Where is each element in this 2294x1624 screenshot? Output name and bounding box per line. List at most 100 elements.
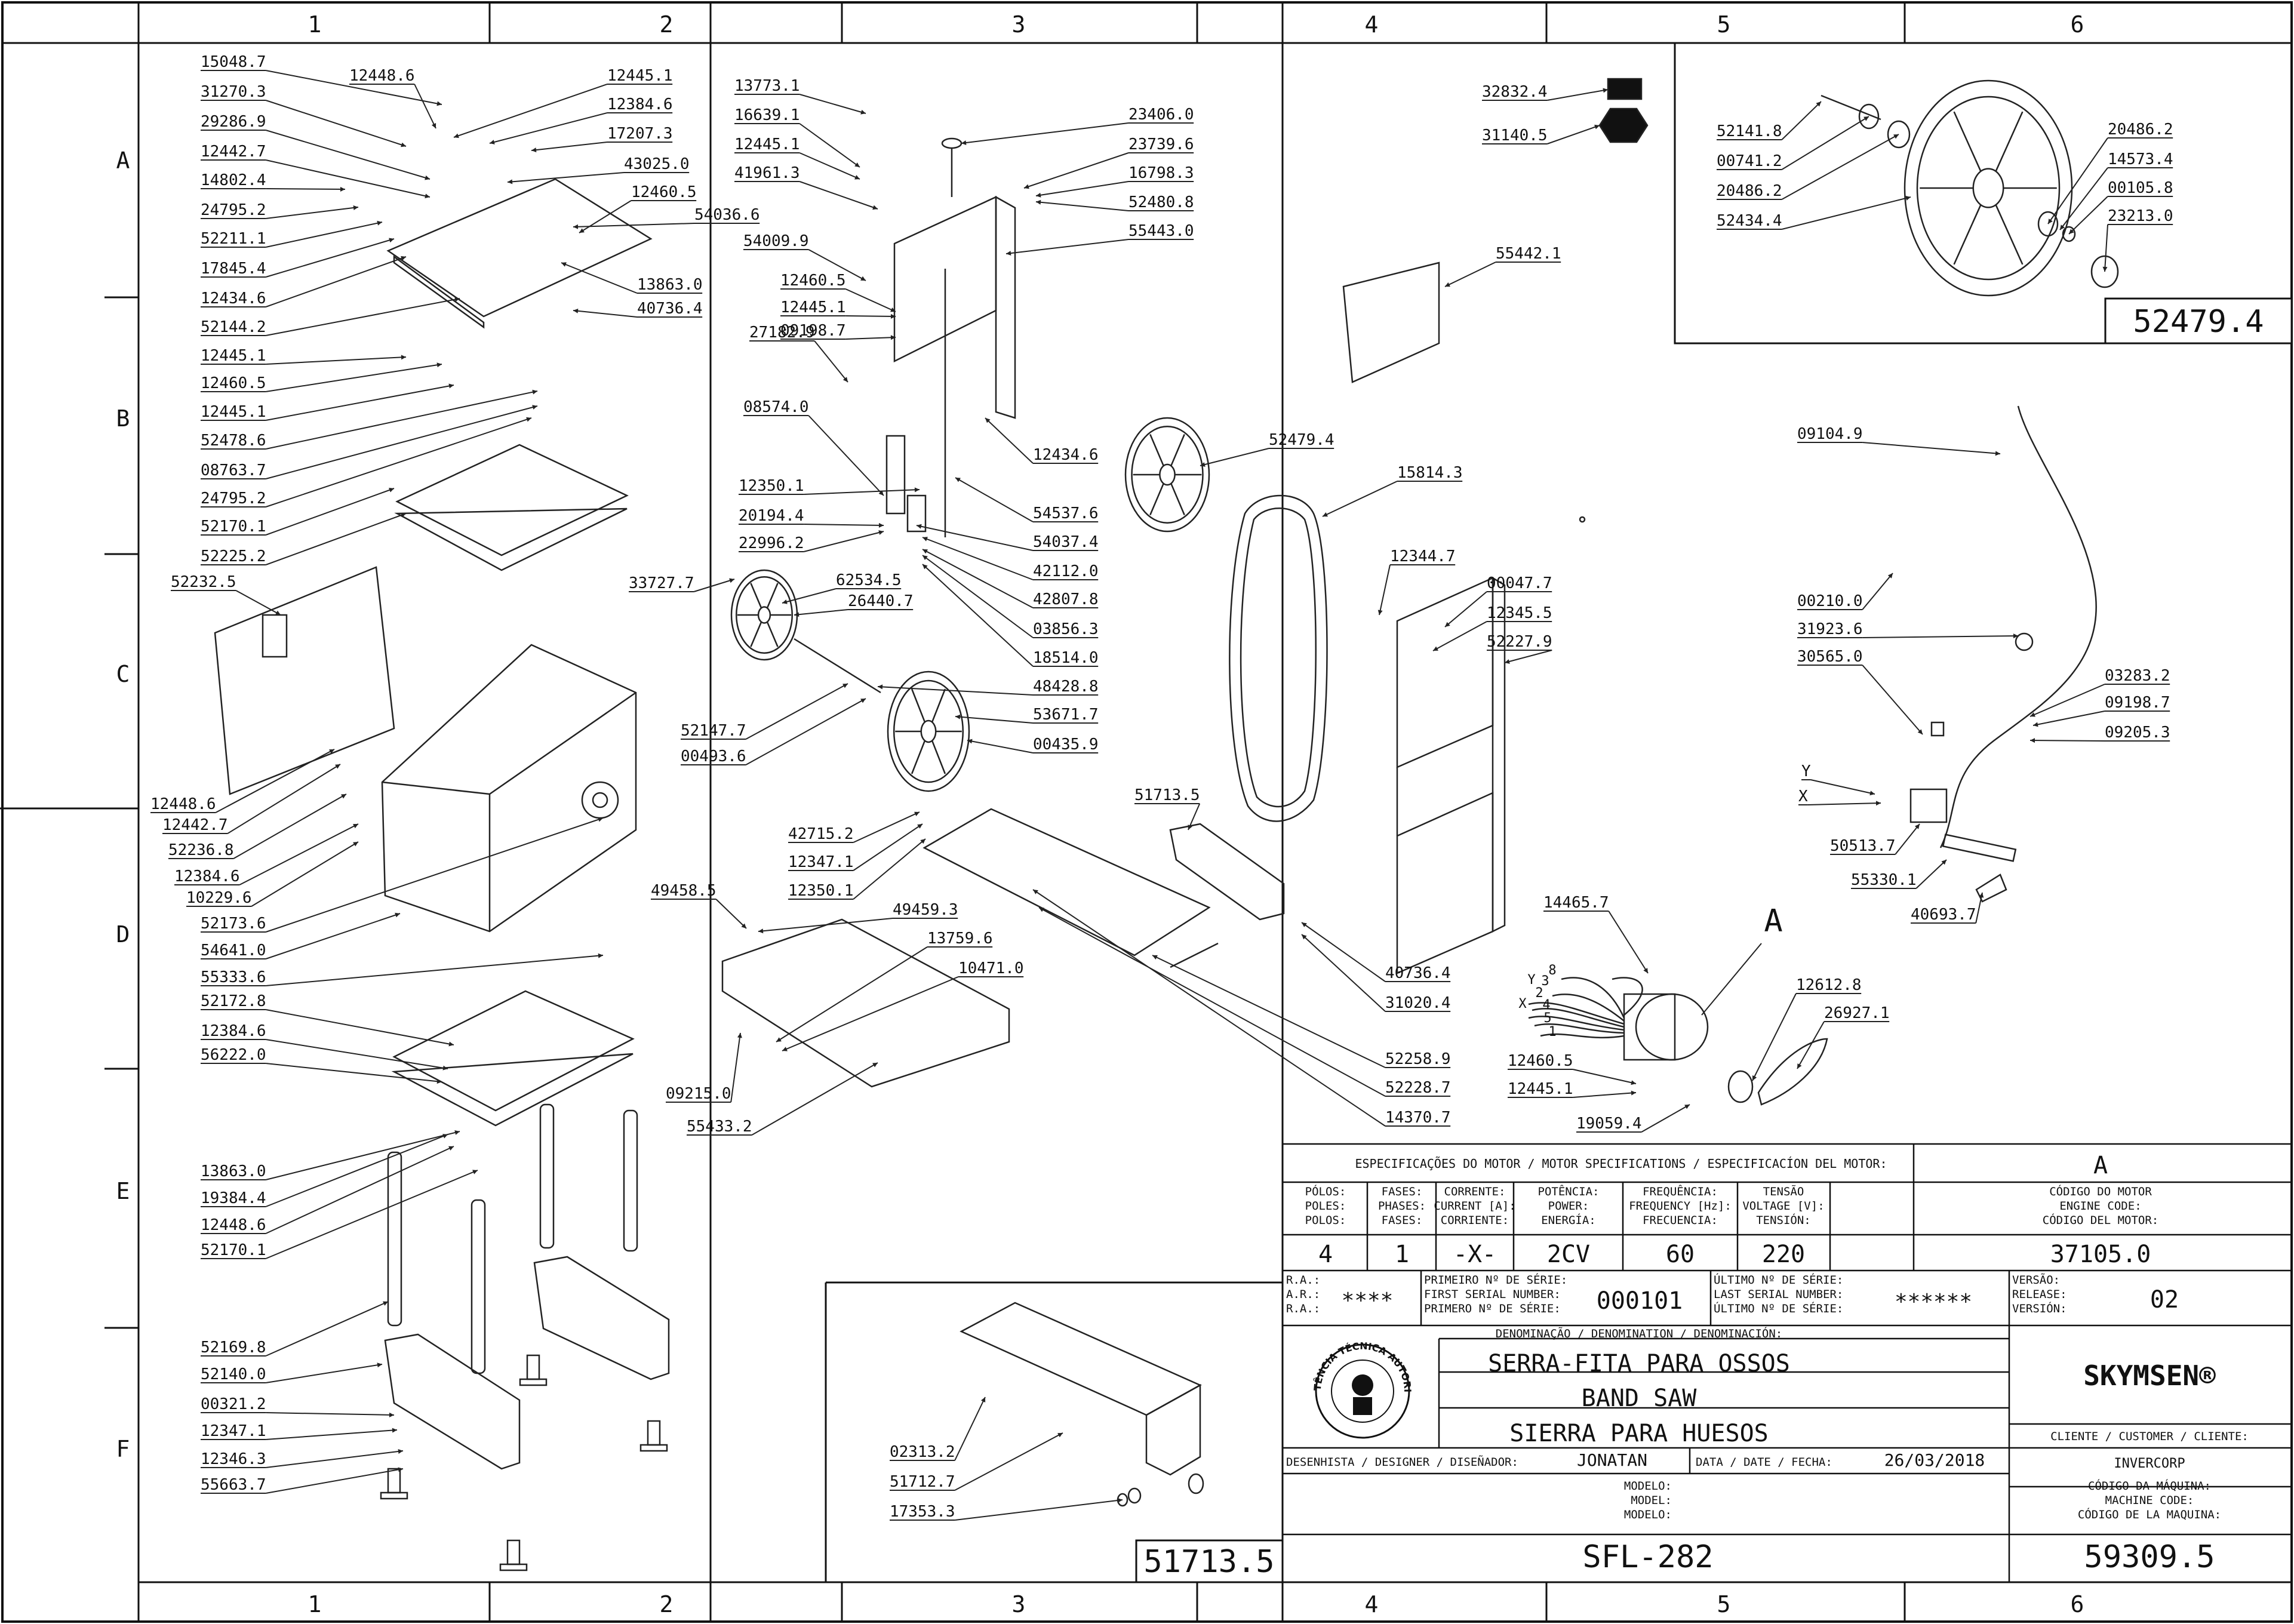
part-number-label: 24795.2 <box>201 201 266 219</box>
version-label: RELEASE: <box>2012 1288 2067 1301</box>
leader-line <box>266 298 460 336</box>
leader-arrow <box>890 313 896 319</box>
frequency-value: 60 <box>1666 1241 1695 1268</box>
frequency-label: FRECUENCIA: <box>1643 1214 1718 1227</box>
part-number-label: 00321.2 <box>201 1395 266 1413</box>
leader-line <box>845 337 896 340</box>
leg-tube <box>471 1199 486 1374</box>
part-number-label: 12460.5 <box>780 272 846 290</box>
leader-arrow <box>454 1130 460 1135</box>
leader-line <box>782 588 837 604</box>
part-number-label: 51712.7 <box>890 1473 955 1491</box>
last-serial-label: ÚLTIMO Nº DE SÉRIE: <box>1714 1301 1843 1315</box>
part-number-label: 32832.4 <box>1482 83 1548 101</box>
cable-channel <box>1942 833 2017 862</box>
seal-outer <box>1315 1343 1410 1439</box>
leader-line <box>1608 911 1649 974</box>
top-plate <box>386 178 653 318</box>
leader-arrow <box>340 186 345 192</box>
leader-arrow <box>383 1301 388 1306</box>
leader-arrow <box>917 824 922 829</box>
leader-arrow <box>842 684 848 688</box>
power-value: 2CV <box>1547 1241 1590 1268</box>
part-number-label: 50513.7 <box>1830 837 1896 855</box>
part-number-label: 03856.3 <box>1033 620 1099 638</box>
leader-arrow <box>914 487 920 493</box>
leader-arrow <box>401 256 406 261</box>
leader-arrow <box>532 389 537 395</box>
leader-arrow <box>1979 893 1984 898</box>
leader-arrow <box>872 1063 878 1068</box>
lower-wheel-spoke <box>931 688 946 722</box>
part-number-label: 12460.5 <box>631 183 697 201</box>
leader-line <box>2104 224 2108 272</box>
part-number-label: 27182.9 <box>749 324 815 342</box>
part-number-label: 40736.4 <box>1385 964 1451 982</box>
detail-box-id: 52479.4 <box>2133 304 2264 340</box>
motor-hub <box>581 781 619 819</box>
leader-arrow <box>490 140 495 144</box>
leader-line <box>561 262 638 294</box>
leader-arrow <box>1914 824 1920 829</box>
leader-line <box>266 1039 448 1069</box>
leader-line <box>1023 152 1129 189</box>
leader-arrow <box>872 205 878 210</box>
part-number-label: 00047.7 <box>1487 574 1552 592</box>
part-number-label: 42807.8 <box>1033 590 1099 608</box>
leader-line <box>573 310 638 318</box>
leader-line <box>2032 710 2105 726</box>
leader-arrow <box>1036 192 1041 198</box>
part-drawings <box>214 78 2119 1571</box>
row-label: F <box>116 1436 130 1462</box>
leader-line <box>266 385 454 421</box>
leader-arrow <box>1057 1432 1063 1438</box>
leader-line <box>1379 564 1391 616</box>
part-number-label: 23739.6 <box>1128 136 1194 153</box>
part-number-label: 52170.1 <box>201 1241 266 1259</box>
leader-line <box>693 579 735 592</box>
leader-arrow <box>1039 908 1044 912</box>
part-number-label: 12434.6 <box>201 290 266 307</box>
part-number-label: 52228.7 <box>1385 1079 1451 1097</box>
motor-wire <box>1528 1002 1625 1025</box>
leader-line <box>1152 955 1386 1068</box>
model-label: MODELO: <box>1624 1480 1672 1493</box>
part-number-label: 49459.3 <box>893 901 958 919</box>
leader-line <box>1752 993 1797 1081</box>
cabinet-box <box>381 644 637 933</box>
client-label: CLIENTE / CUSTOMER / CLIENTE: <box>2050 1430 2249 1443</box>
part-number-label: 12384.6 <box>201 1022 266 1040</box>
motor-body <box>1635 993 1709 1061</box>
leader-arrow <box>1033 890 1038 894</box>
blade-outer <box>1229 494 1328 822</box>
leader-line <box>1546 125 1600 144</box>
leader-line <box>266 364 442 392</box>
leader-arrow <box>508 179 513 184</box>
engine-code-value: 37105.0 <box>2050 1241 2151 1268</box>
part-number-label: 03283.2 <box>2105 667 2170 685</box>
phases-label: FASES: <box>1382 1214 1423 1227</box>
leader-line <box>265 1301 389 1357</box>
leader-line <box>266 356 407 365</box>
part-number-label: X <box>1798 788 1808 805</box>
connector <box>1930 721 1945 737</box>
leader-arrow <box>1445 622 1450 627</box>
leader-line <box>751 1062 878 1136</box>
leader-line <box>922 537 1034 580</box>
upper-wheel-spoke <box>1149 483 1164 515</box>
leader-arrow <box>353 842 358 847</box>
detail-bearing <box>1887 120 1911 149</box>
foot-left <box>384 1333 521 1470</box>
leader-line <box>1797 1021 1825 1069</box>
leader-line <box>1862 635 2019 638</box>
part-number-label: 12442.7 <box>201 143 266 161</box>
last-serial-label: ÚLTIMO Nº DE SÉRIE: <box>1714 1272 1843 1287</box>
part-number-label: 23406.0 <box>1128 106 1194 124</box>
leader-arrow <box>2030 712 2035 717</box>
leader-line <box>782 976 959 1051</box>
upper-wheel <box>1124 417 1210 533</box>
leader-line <box>804 489 920 495</box>
leader-arrow <box>401 512 406 518</box>
leader-line <box>745 683 848 740</box>
